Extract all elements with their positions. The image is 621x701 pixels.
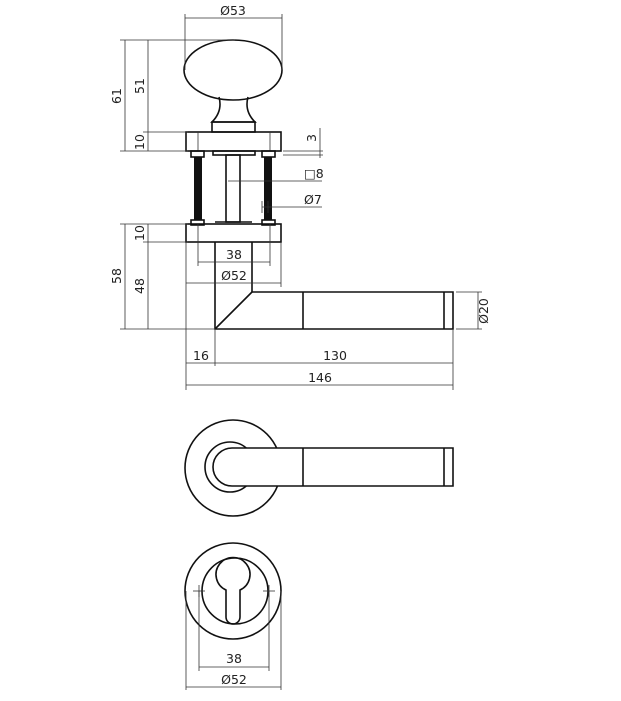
screw-left: [194, 157, 202, 220]
dim-square-spindle: □8: [304, 166, 324, 181]
spindle: [225, 154, 241, 223]
lever-handle: [212, 447, 454, 487]
dim-grip-diameter: Ø20: [476, 298, 491, 324]
knob-collar: [211, 121, 256, 133]
bottom-rose: [185, 223, 282, 243]
dim-esc-rose-diameter: Ø52: [221, 672, 247, 687]
dim-lever-total-height: 58: [109, 268, 124, 284]
top-rose: [185, 131, 282, 152]
knob: [183, 39, 283, 101]
dim-lever-rose-diameter: Ø52: [221, 268, 247, 283]
dim-knob-height: 51: [132, 78, 147, 94]
dim-rose-thickness: 10: [132, 134, 147, 150]
lever: [214, 242, 454, 330]
knob-side-view: Ø53 61 51 10 3 □8 Ø7 10 58 48 38 Ø52 Ø20…: [109, 3, 491, 390]
dim-lever-height: 48: [132, 278, 147, 294]
screw-right: [264, 157, 272, 220]
lever-front-view: [184, 419, 454, 517]
cylinder-keyhole: [215, 556, 251, 625]
dim-knob-diameter: Ø53: [220, 3, 246, 18]
dim-esc-screw-spacing: 38: [226, 651, 242, 666]
dim-total-height: 61: [109, 88, 124, 104]
dim-lever-screw-spacing: 38: [226, 247, 242, 262]
dim-gap: 3: [304, 134, 319, 142]
dim-total-length: 146: [308, 370, 332, 385]
dim-screw-diameter: Ø7: [304, 192, 322, 207]
escutcheon-view: 38 Ø52: [184, 542, 282, 690]
dim-offset: 16: [193, 348, 209, 363]
dim-lever-rose-thickness: 10: [132, 225, 147, 241]
dim-grip-length: 130: [323, 348, 347, 363]
